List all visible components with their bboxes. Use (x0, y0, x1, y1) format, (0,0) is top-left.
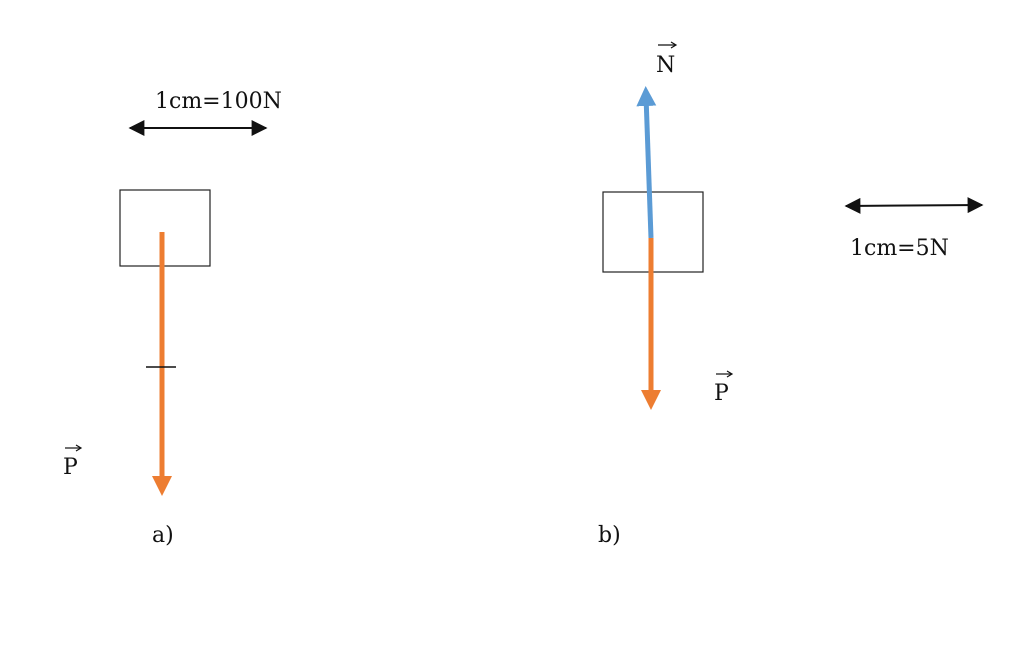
caption-a: a) (152, 523, 174, 548)
vector-label-n-b: N (656, 41, 678, 78)
caption-b: b) (598, 523, 621, 548)
force-symbol-n-b: N (656, 53, 675, 78)
vector-arrowhead-icon (726, 370, 734, 378)
diagram-b: N P 1cm=5N b) (598, 41, 984, 548)
vector-arrowhead-icon (75, 444, 83, 452)
force-symbol-p-b: P (714, 381, 729, 406)
vector-arrowhead-icon (670, 41, 678, 49)
scale-arrow-b (844, 197, 984, 214)
vector-label-p-a: P (63, 444, 83, 480)
scale-label-b: 1cm=5N (850, 236, 949, 261)
body-block-a (119, 189, 211, 267)
vector-label-p-b: P (714, 370, 734, 406)
diagram-a: 1cm=100N P a) (63, 89, 282, 548)
force-symbol-p-a: P (63, 455, 78, 480)
force-arrow-n-b (636, 86, 657, 239)
scale-label-a: 1cm=100N (155, 89, 282, 114)
